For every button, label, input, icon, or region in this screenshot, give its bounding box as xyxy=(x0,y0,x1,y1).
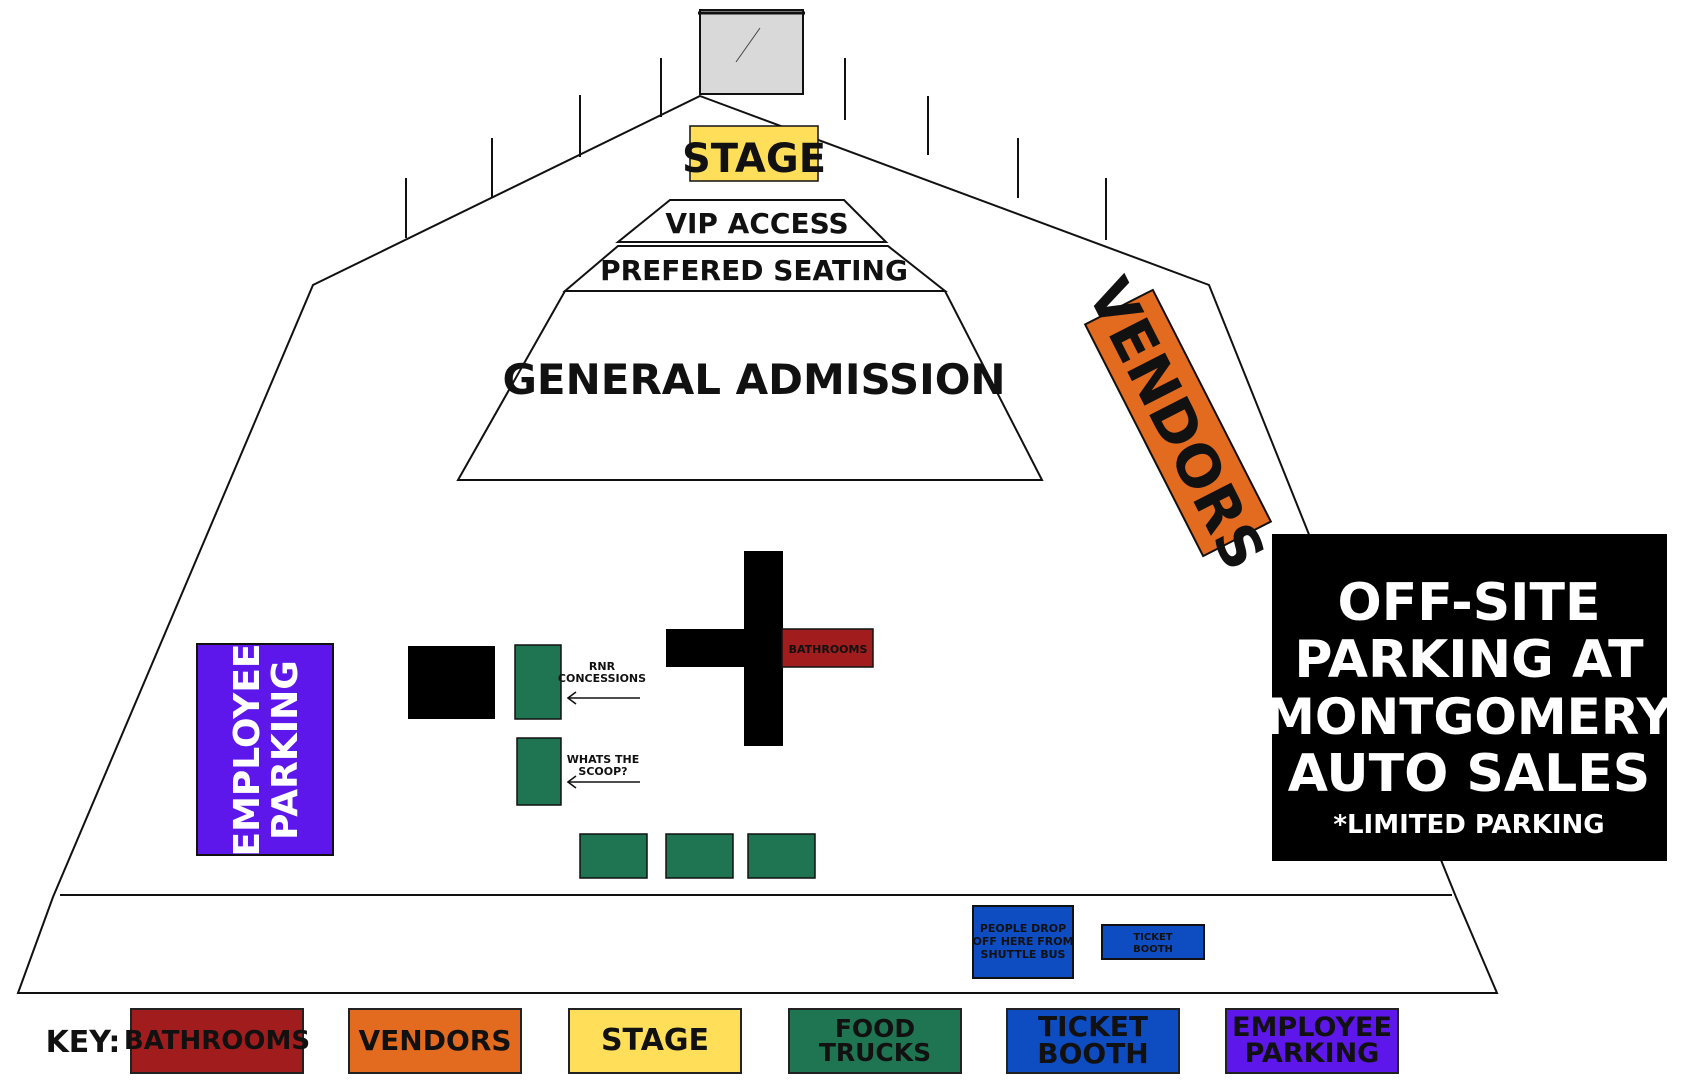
legend-label-ticket-booth-line1: TICKET xyxy=(1038,1010,1148,1044)
offsite-line4: AUTO SALES xyxy=(1288,744,1650,804)
legend-item-employee-parking: EMPLOYEE PARKING xyxy=(1225,1008,1399,1074)
employee-parking-label-line1: EMPLOYEE xyxy=(227,643,268,856)
legend-label-bathrooms: BATHROOMS xyxy=(123,1025,311,1056)
vip-access-label: VIP ACCESS xyxy=(665,207,848,240)
shuttle-dropoff-label-line3: SHUTTLE BUS xyxy=(981,948,1066,961)
legend-label-employee-parking-line2: PARKING xyxy=(1244,1038,1380,1069)
general-admission-area xyxy=(456,290,1044,481)
rnr-concessions-label-line1: RNR xyxy=(589,660,616,673)
offsite-line2: PARKING AT xyxy=(1294,630,1644,690)
general-admission-label: GENERAL ADMISSION xyxy=(502,355,1005,404)
legend-label-employee-parking-line1: EMPLOYEE xyxy=(1232,1012,1392,1044)
whats-the-scoop-label-line2: SCOOP? xyxy=(578,765,627,778)
ticket-booth-label-line1: TICKET xyxy=(1133,932,1172,943)
whats-the-scoop-label-line1: WHATS THE xyxy=(567,753,639,766)
rnr-concessions-label-line2: CONCESSIONS xyxy=(558,672,646,685)
employee-parking-area xyxy=(196,643,334,856)
legend-label-ticket-booth-line2: BOOTH xyxy=(1037,1037,1149,1070)
stage-label: STAGE xyxy=(682,136,826,182)
food-truck-5 xyxy=(747,833,816,879)
bathrooms-area xyxy=(781,628,874,668)
bathrooms-label: BATHROOMS xyxy=(789,643,868,656)
vip-access-area xyxy=(615,199,889,243)
whats-the-scoop-arrow xyxy=(566,775,640,789)
service-building xyxy=(408,646,495,719)
employee-parking-label-line2: PARKING xyxy=(265,660,306,840)
shuttle-dropoff-area xyxy=(972,905,1074,979)
legend-label-stage: STAGE xyxy=(600,1022,710,1058)
light-poles xyxy=(405,58,1107,240)
shuttle-dropoff-label-line1: PEOPLE DROP xyxy=(980,922,1066,935)
shuttle-dropoff-label-line2: OFF HERE FROM xyxy=(972,935,1073,948)
stage-screen xyxy=(698,9,805,95)
offsite-line1: OFF-SITE xyxy=(1337,573,1600,633)
offsite-parking-box xyxy=(1272,534,1667,861)
offsite-note: *LIMITED PARKING xyxy=(1333,810,1604,840)
legend-item-ticket-booth: TICKET BOOTH xyxy=(1006,1008,1180,1074)
rnr-concessions-arrow xyxy=(566,691,640,705)
walkway-horizontal xyxy=(666,629,783,667)
legend-item-stage: STAGE xyxy=(568,1008,742,1074)
legend-title: KEY: xyxy=(45,1024,121,1060)
legend-item-bathrooms: BATHROOMS xyxy=(124,1008,310,1074)
ticket-booth-label-line2: BOOTH xyxy=(1133,944,1173,955)
legend-item-vendors: VENDORS xyxy=(348,1008,522,1074)
legend-item-food-trucks: FOOD TRUCKS xyxy=(788,1008,962,1074)
food-truck-4 xyxy=(665,833,734,879)
food-truck-rnr-concessions xyxy=(514,644,562,720)
preferred-seating-label: PREFERED SEATING xyxy=(600,254,908,287)
ticket-booth-area xyxy=(1101,924,1205,960)
legend-label-food-trucks: FOOD TRUCKS xyxy=(818,1014,932,1067)
offsite-line3: MONTGOMERY xyxy=(1265,688,1673,746)
food-truck-3 xyxy=(579,833,648,879)
legend-label-vendors: VENDORS xyxy=(358,1023,512,1057)
food-truck-whats-the-scoop xyxy=(516,737,562,806)
stage-tag xyxy=(689,125,819,182)
